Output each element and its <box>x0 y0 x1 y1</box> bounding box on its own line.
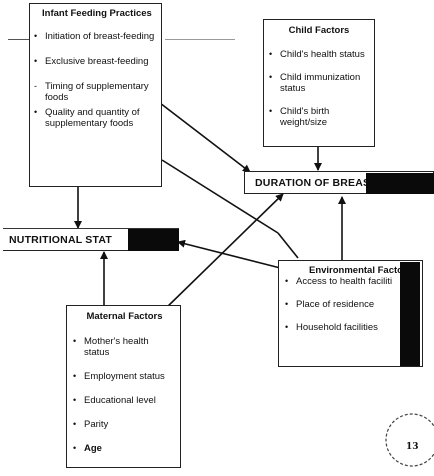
list-item-text: Quality and quantity of supplementary fo… <box>45 107 140 129</box>
duration-label: DURATION OF BREAS <box>255 176 371 189</box>
page-stamp-ring <box>385 413 434 467</box>
bullet: • <box>34 31 38 41</box>
bullet: • <box>34 56 38 66</box>
infant-feeding-list: • Initiation of breast-feeding • Exclusive… <box>34 31 157 129</box>
infant-feeding-box: Infant Feeding Practices • Initiation of … <box>29 3 162 187</box>
list-item: • Educational level <box>73 395 176 406</box>
bullet: • <box>73 395 77 405</box>
bullet: • <box>269 106 273 116</box>
maternal-factors-list: • Mother's health status • Employment stat… <box>73 336 176 454</box>
list-item-text: Place of residence <box>296 299 375 310</box>
arrow-infant-to-environmental <box>161 159 279 234</box>
bullet: • <box>285 322 289 332</box>
list-item: • Initiation of breast-feeding <box>34 31 157 42</box>
list-item-text: Child's health status <box>280 49 365 60</box>
bullet: • <box>269 49 273 59</box>
infant-feeding-title: Infant Feeding Practices <box>42 8 152 19</box>
nutritional-label: NUTRITIONAL STAT <box>9 233 112 246</box>
list-item: • Child's birth weight/size <box>269 106 369 128</box>
list-item-text: Exclusive breast-feeding <box>45 56 149 67</box>
list-item: -Timing of supplementary foods <box>34 81 157 103</box>
environmental-factors-title: Environmental Facto <box>309 265 403 276</box>
bullet: • <box>73 336 77 346</box>
bullet: • <box>285 276 289 286</box>
arrow-maternal-to-duration <box>163 193 284 311</box>
list-item-text: Age <box>84 443 102 454</box>
list-item-text: Parity <box>84 419 109 430</box>
list-item: • Place of residence <box>285 299 418 310</box>
list-item: • Household facilities <box>285 322 418 333</box>
environmental-factors-box: Environmental Facto • Access to health fa… <box>278 260 423 367</box>
list-item-text: Mother's health status <box>84 336 149 358</box>
bullet: • <box>34 107 38 117</box>
redaction-bar-environmental <box>400 262 420 366</box>
list-item: • Access to health faciliti <box>285 276 418 287</box>
child-factors-title: Child Factors <box>288 25 350 36</box>
redaction-bar-duration <box>366 173 434 194</box>
arrow-infant-to-environmental-2 <box>277 232 299 259</box>
maternal-factors-title: Maternal Factors <box>86 311 163 322</box>
list-item: • Parity <box>73 419 176 430</box>
bullet: • <box>269 72 273 82</box>
environmental-factors-list: • Access to health faciliti • Place of res… <box>285 276 418 333</box>
scan-rule-right <box>165 39 235 40</box>
page-number-stamp: 13 <box>406 442 419 452</box>
list-item: • Exclusive breast-feeding <box>34 56 157 67</box>
list-item: • Employment status <box>73 371 176 382</box>
bullet: • <box>285 299 289 309</box>
bullet: - <box>34 81 37 91</box>
list-item-text: Household facilities <box>296 322 378 333</box>
list-item: • Mother's health status <box>73 336 176 358</box>
child-factors-box: Child Factors • Child's health status • Ch… <box>263 19 375 147</box>
arrow-infant-to-duration <box>159 102 251 173</box>
list-item-text: Child immunization status <box>280 72 361 94</box>
scan-rule-left <box>8 39 30 40</box>
bullet: • <box>73 419 77 429</box>
list-item-text: Access to health faciliti <box>296 276 393 287</box>
list-item-text: Initiation of breast-feeding <box>45 31 155 42</box>
list-item: • Child's health status <box>269 49 369 60</box>
list-item-text: Educational level <box>84 395 156 406</box>
list-item: • Child immunization status <box>269 72 369 94</box>
child-factors-list: • Child's health status • Child immunizati… <box>269 49 369 128</box>
list-item-text: Child's birth weight/size <box>280 106 330 128</box>
bullet: • <box>73 371 77 381</box>
arrow-environmental-to-nutritional <box>177 239 297 273</box>
list-item: • Age <box>73 443 176 454</box>
list-item: • Quality and quantity of supplementary f… <box>34 107 157 129</box>
list-item-text: Timing of supplementary foods <box>45 81 149 103</box>
bullet: • <box>73 443 77 453</box>
maternal-factors-box: Maternal Factors • Mother's health status… <box>66 305 181 468</box>
redaction-bar-nutritional <box>128 229 179 251</box>
list-item-text: Employment status <box>84 371 165 382</box>
